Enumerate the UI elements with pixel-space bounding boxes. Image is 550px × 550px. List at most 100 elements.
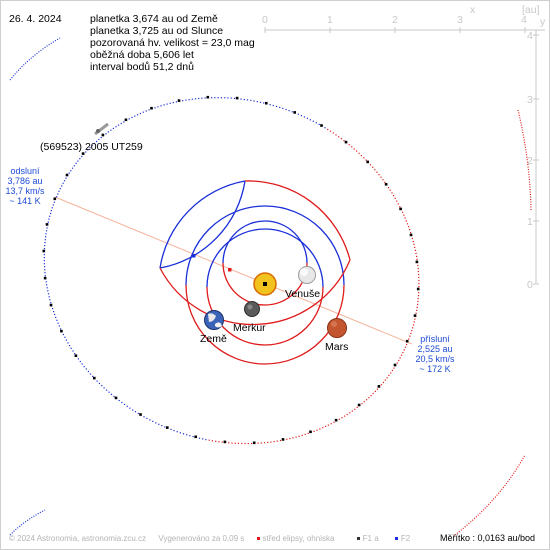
asteroid-orbit-dot xyxy=(403,214,405,216)
asteroid-orbit-dot xyxy=(417,303,419,306)
asteroid-orbit-dot xyxy=(332,132,334,134)
apsis-line xyxy=(54,196,413,345)
asteroid-orbit-dot xyxy=(45,230,48,232)
asteroid-interval-point xyxy=(42,249,46,253)
asteroid-orbit-dot xyxy=(60,328,62,330)
asteroid-orbit-dot xyxy=(399,206,401,208)
asteroid-orbit-dot xyxy=(52,204,54,206)
asteroid-orbit-dot xyxy=(48,218,50,220)
asteroid-orbit-dot xyxy=(405,220,407,222)
asteroid-orbit-dot xyxy=(227,97,229,99)
asteroid-orbit-dot xyxy=(327,424,329,426)
asteroid-orbit-dot xyxy=(50,302,52,304)
asteroid-orbit-dot xyxy=(198,97,200,100)
asteroid-orbit-dot xyxy=(46,227,48,229)
asteroid-orbit-dot xyxy=(170,428,172,430)
asteroid-orbit-dot xyxy=(100,136,102,139)
asteroid-orbit-dot xyxy=(416,309,418,311)
asteroid-orbit-dot xyxy=(418,283,420,285)
asteroid-orbit-dot xyxy=(191,98,193,100)
asteroid-interval-point xyxy=(223,440,227,444)
asteroid-orbit-dot xyxy=(52,308,54,310)
asteroid-orbit-dot xyxy=(411,237,413,240)
asteroid-orbit-dot xyxy=(175,101,177,103)
info-distance-earth: planetka 3,674 au od Země xyxy=(90,13,218,25)
asteroid-orbit-dot xyxy=(45,281,47,283)
asteroid-interval-point xyxy=(309,430,312,434)
asteroid-orbit-dot xyxy=(51,207,53,209)
asteroid-orbit-dot xyxy=(166,103,168,105)
asteroid-orbit-dot xyxy=(288,110,290,112)
y-tick-0: 0 xyxy=(527,279,533,291)
asteroid-interval-point xyxy=(139,413,142,416)
asteroid-orbit-dot xyxy=(363,157,365,159)
asteroid-orbit-dot xyxy=(402,211,404,213)
asteroid-orbit-dot xyxy=(202,438,204,440)
legend-f1-item: F1 a xyxy=(356,534,389,543)
asteroid-orbit-dot xyxy=(53,201,55,203)
asteroid-orbit-dot xyxy=(83,366,85,368)
x-axis-name: x xyxy=(470,4,476,16)
axis-unit: [au] xyxy=(522,4,540,16)
asteroid-orbit-dot xyxy=(363,401,365,403)
asteroid-orbit-dot xyxy=(410,232,412,234)
asteroid-orbit-dot xyxy=(259,101,262,103)
asteroid-orbit-dot xyxy=(409,335,411,337)
asteroid-orbit-dot xyxy=(358,152,360,154)
asteroid-orbit-dot xyxy=(53,311,55,313)
asteroid-orbit-dot xyxy=(402,352,404,354)
venus-label: Venuše xyxy=(285,288,320,300)
asteroid-orbit-dot xyxy=(163,104,165,106)
asteroid-orbit-dot xyxy=(182,433,185,435)
scale-label: Měřítko : 0,0163 au/bod xyxy=(440,533,536,543)
y-tick-2: 2 xyxy=(527,155,533,167)
asteroid-orbit-dot xyxy=(121,401,123,404)
x-tick-1: 1 xyxy=(327,14,333,26)
asteroid-interval-point xyxy=(74,354,78,357)
asteroid-interval-point xyxy=(416,287,420,291)
asteroid-orbit-dot xyxy=(244,442,246,445)
mercury-orbit-upper xyxy=(222,220,308,264)
asteroid-orbit-dot xyxy=(185,99,187,101)
asteroid-interval-point xyxy=(265,101,268,105)
asteroid-orbit-dot xyxy=(344,415,346,417)
asteroid-orbit-dot xyxy=(412,324,415,326)
info-period: oběžná doba 5,606 let xyxy=(90,49,194,61)
asteroid-orbit-dot xyxy=(415,312,417,314)
asteroid-interval-point xyxy=(93,376,96,380)
asteroid-orbit-dot xyxy=(389,189,391,191)
asteroid-orbit-dot xyxy=(43,254,45,256)
asteroid-orbit-dot xyxy=(414,318,416,320)
asteroid-orbit-dot xyxy=(123,403,126,405)
asteroid-orbit-dot xyxy=(340,138,342,140)
asteroid-interval-point xyxy=(43,276,47,280)
asteroid-orbit-dot xyxy=(260,442,262,444)
asteroid-orbit-dot xyxy=(414,249,416,251)
asteroid-orbit-dot xyxy=(349,412,351,414)
asteroid-interval-point xyxy=(124,118,128,122)
asteroid-orbit-dot xyxy=(211,440,213,442)
asteroid-orbit-dot xyxy=(376,388,378,390)
asteroid-orbit-dot xyxy=(285,108,287,111)
asteroid-orbit-dot xyxy=(145,110,147,112)
asteroid-orbit-dot xyxy=(256,101,258,103)
asteroid-orbit-dot xyxy=(74,353,76,355)
asteroid-orbit-dot xyxy=(87,370,89,373)
asteroid-orbit-dot xyxy=(257,442,259,444)
asteroid-orbit-dot xyxy=(161,425,163,427)
asteroid-interval-point xyxy=(49,303,53,307)
x-tick-3: 3 xyxy=(457,14,463,26)
mars-orbit-blue xyxy=(159,180,246,269)
asteroid-orbit-dot xyxy=(246,99,249,101)
asteroid-interval-point xyxy=(252,441,256,445)
asteroid-orbit-dot xyxy=(282,107,284,109)
asteroid-orbit-dot xyxy=(406,343,408,346)
asteroid-orbit-dot xyxy=(412,240,414,243)
asteroid-orbit-dot xyxy=(164,426,166,428)
outer-arc-top-left xyxy=(9,37,61,81)
asteroid-interval-point xyxy=(384,183,388,186)
asteroid-orbit-dot xyxy=(297,113,299,115)
asteroid-interval-point xyxy=(177,99,181,102)
asteroid-orbit-dot xyxy=(400,354,403,356)
asteroid-orbit-dot xyxy=(46,284,48,286)
